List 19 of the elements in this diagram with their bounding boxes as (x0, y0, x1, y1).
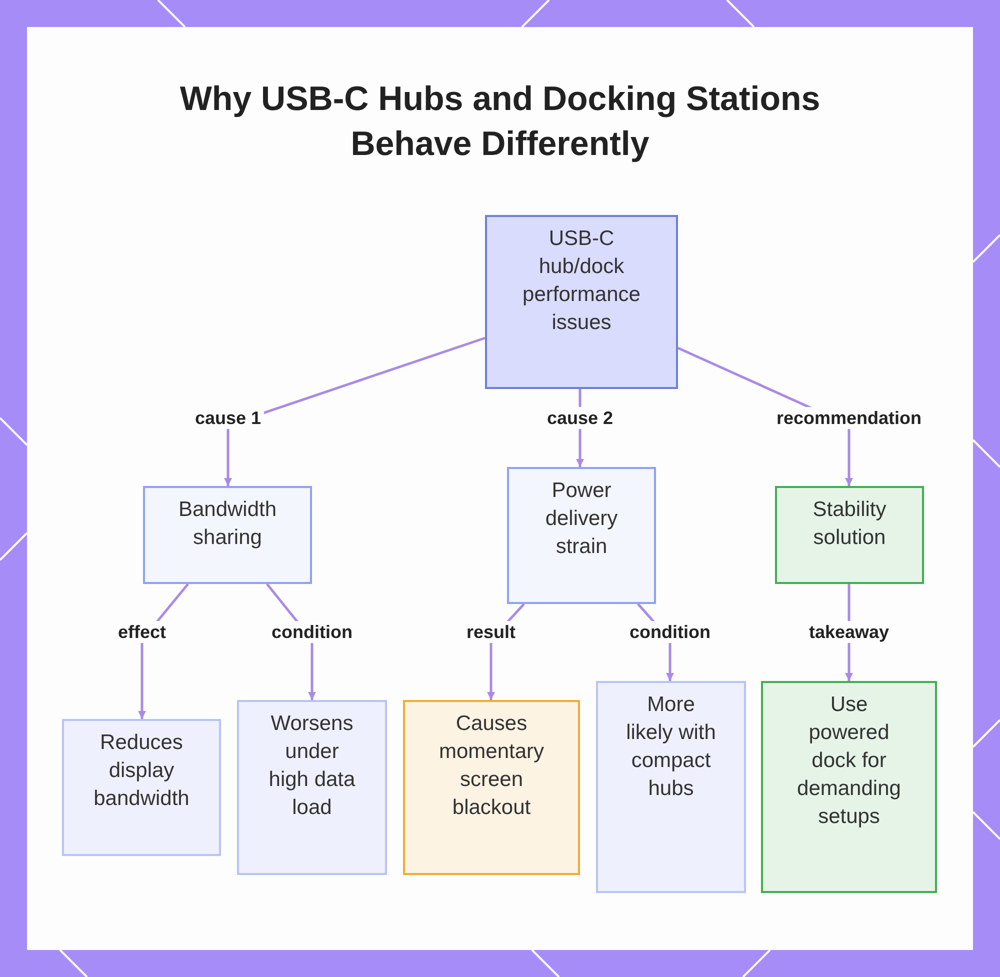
node-label: Use powered dock for demanding setups (796, 692, 902, 830)
process-box (62, 719, 221, 856)
process-box (775, 486, 924, 584)
node-label: Worsens under high data load (268, 711, 356, 821)
node-label: Reduces display bandwidth (92, 730, 190, 812)
node-label: Power delivery strain (544, 478, 619, 560)
node-label: USB-C hub/dock performance issues (522, 226, 642, 336)
node-label: Bandwidth sharing (177, 497, 278, 551)
node-label: More likely with compact hubs (625, 692, 717, 802)
process-box (761, 681, 937, 893)
process-box (403, 700, 580, 875)
node-label: Causes momentary screen blackout (438, 711, 546, 821)
process-box (485, 215, 678, 389)
process-box (596, 681, 746, 893)
process-box (507, 467, 656, 604)
node-label: Stability solution (812, 497, 888, 551)
process-box (237, 700, 387, 875)
diagram-title: Why USB-C Hubs and Docking Stations Behave Differently (178, 79, 822, 165)
process-box (143, 486, 312, 584)
